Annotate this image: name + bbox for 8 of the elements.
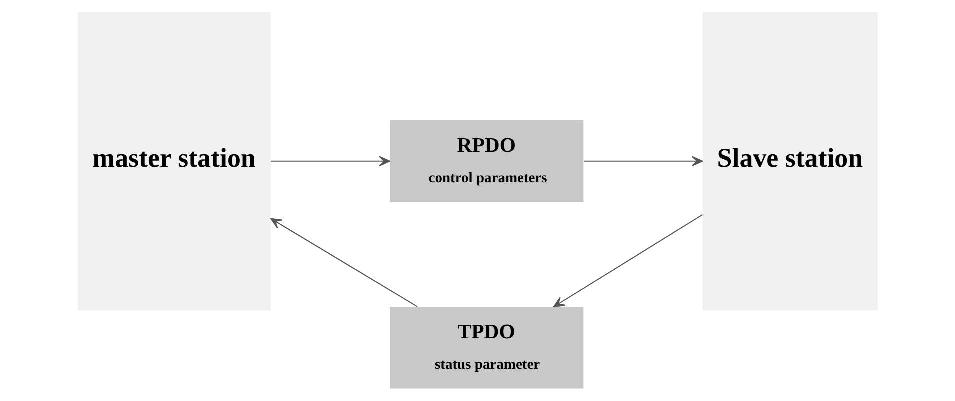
node-box: master station xyxy=(78,12,270,311)
node-box: TPDO status parameter xyxy=(389,306,584,389)
arrow xyxy=(270,218,418,308)
arrow xyxy=(584,156,703,167)
node-box: RPDO control parameters xyxy=(389,120,584,202)
arrow xyxy=(270,156,390,167)
arrow xyxy=(552,214,702,308)
node-box: Slave station xyxy=(702,12,878,311)
